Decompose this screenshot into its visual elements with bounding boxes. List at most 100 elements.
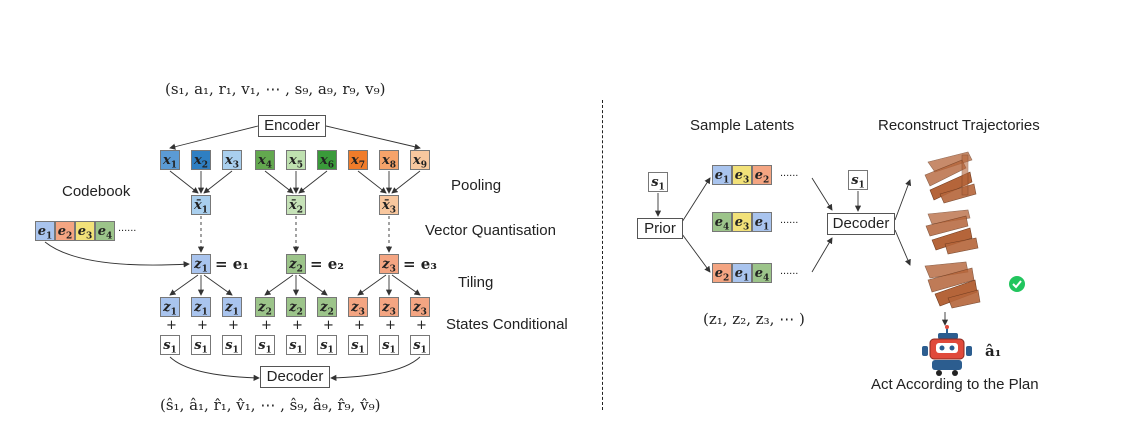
plus-sign: + [354,318,365,333]
arrow [169,356,260,381]
sample-latents-label: Sample Latents [690,117,795,134]
plus-sign: + [416,318,427,333]
arrow [894,179,912,221]
arrow [44,241,190,268]
latent-token: e2 [712,263,732,284]
pooling-label: Pooling [451,177,502,194]
ellipsis-2: ...... [780,214,799,226]
latent-token: e1 [732,263,752,284]
tiled-token: z2 [317,297,337,318]
x-token: x7 [348,150,368,171]
tiled-token: z3 [348,297,368,318]
arrow [298,274,328,296]
pooled-token: x̄2 [286,195,306,216]
z-equals: = e₂ [310,255,344,273]
pooled-token: x̄3 [379,195,399,216]
output-sequence: (ŝ₁, â₁, r̂₁, v̂₁, ⋯ , ŝ₉, â₉, r̂₉, v̂₉) [160,396,381,414]
latent-token: e4 [752,263,772,284]
arrow [811,237,833,273]
x-token: x2 [191,150,211,171]
codebook-token: e3 [75,221,95,242]
trajectory-1 [924,151,977,204]
prior-box: Prior [637,218,683,239]
reconstruct-label: Reconstruct Trajectories [878,117,1040,134]
tiled-token: z2 [255,297,275,318]
arrow [357,170,387,194]
arrow [203,274,233,296]
tiled-token: z1 [222,297,242,318]
state-token: s1 [286,335,306,356]
arrow [681,233,711,273]
x-token: x8 [379,150,399,171]
ellipsis-3: ...... [780,265,799,277]
act-label: Act According to the Plan [871,376,1039,393]
x-token: x5 [286,150,306,171]
codebook-token: e4 [95,221,115,242]
arrow [169,274,199,296]
arrow [330,356,421,381]
plus-sign: + [292,318,303,333]
latent-token: e3 [732,212,752,233]
state-token: s1 [648,172,668,193]
tiled-token: z1 [191,297,211,318]
state-token: s1 [255,335,275,356]
codebook-ellipsis: ...... [118,222,137,234]
plus-sign: + [166,318,177,333]
z-token: z3 [379,254,399,275]
robot-icon [922,325,972,376]
plus-sign: + [323,318,334,333]
arrow [169,125,259,150]
x-token: x9 [410,150,430,171]
tiled-token: z2 [286,297,306,318]
state-token: s1 [191,335,211,356]
x-token: x3 [222,150,242,171]
state-token: s1 [348,335,368,356]
plus-sign: + [228,318,239,333]
arrow [391,170,421,194]
input-sequence: (s₁, a₁, r₁, v₁, ⋯ , s₉, a₉, r₉, v₉) [165,80,386,98]
latent-token: e3 [732,165,752,186]
trajectory-2 [925,209,979,255]
state-token: s1 [160,335,180,356]
tiled-token: z3 [379,297,399,318]
codebook-token: e1 [35,221,55,242]
state-token: s1 [222,335,242,356]
encoder-box: Encoder [258,115,326,137]
plus-sign: + [197,318,208,333]
arrow [325,125,421,150]
panel-divider [602,100,603,410]
arrow [681,177,711,223]
arrow [811,177,833,211]
states-conditional-label: States Conditional [446,316,568,333]
state-token: s1 [379,335,399,356]
z-equals: = e₃ [403,255,437,273]
action-label: â₁ [985,342,1002,360]
pooled-token: x̄1 [191,195,211,216]
arrow [894,229,911,266]
arrow [264,274,294,296]
vq-label: Vector Quantisation [425,222,556,239]
trajectory-3 [924,261,981,309]
latent-token: e2 [752,165,772,186]
arrow [298,170,328,194]
plus-sign: + [385,318,396,333]
latent-sequence-text: (z₁, z₂, z₃, ⋯ ) [703,310,805,328]
arrow [169,170,199,194]
x-token: x1 [160,150,180,171]
z-equals: = e₁ [215,255,249,273]
tiled-token: z1 [160,297,180,318]
latent-token: e4 [712,212,732,233]
ellipsis-1: ...... [780,167,799,179]
decoder-box: Decoder [260,366,330,388]
x-token: x6 [317,150,337,171]
arrow [357,274,387,296]
right-decoder-box: Decoder [827,213,895,235]
arrow [391,274,421,296]
latent-token: e1 [712,165,732,186]
